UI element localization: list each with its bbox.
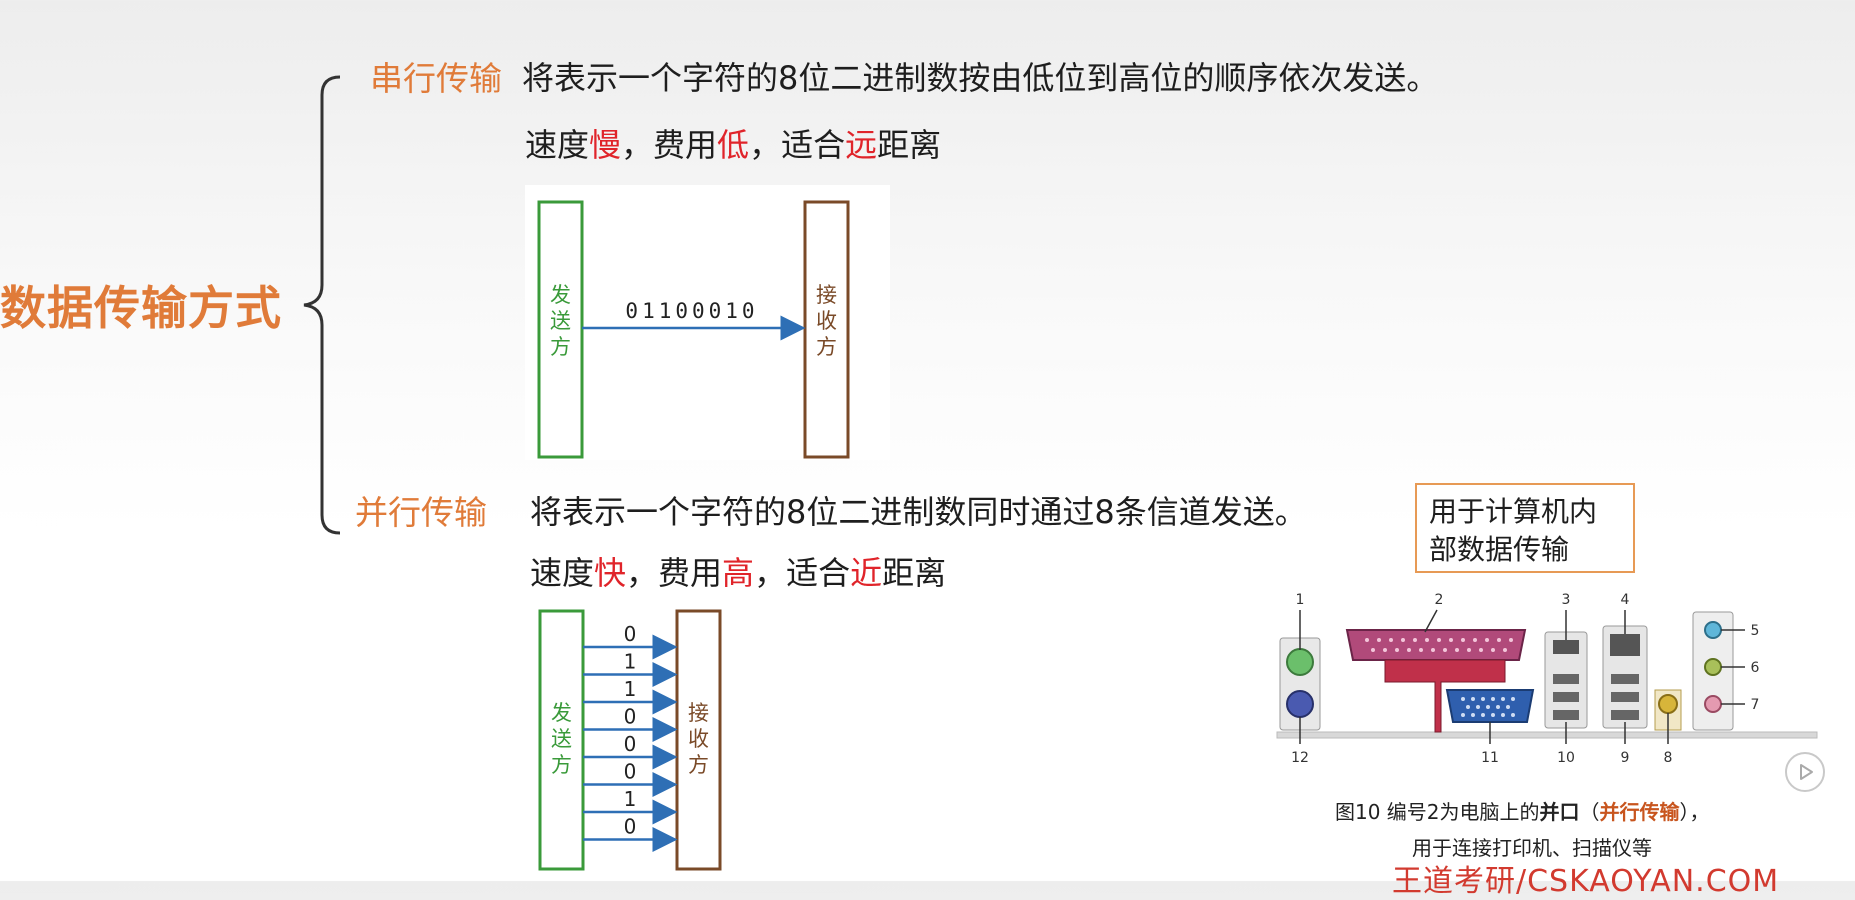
port-number-label: 4 — [1621, 592, 1630, 608]
usb-port-icon — [1611, 710, 1639, 720]
parallel-properties: 速度快，费用高，适合近距离 — [530, 554, 947, 592]
port-number-label: 10 — [1557, 750, 1575, 766]
port-number-label: 3 — [1562, 592, 1571, 608]
usb-port-icon — [1553, 692, 1579, 702]
parallel-port-icon — [1345, 629, 1527, 661]
serial-diagram: 发 送 方 接 收 方 01100010 — [525, 185, 890, 460]
sender-char: 送 — [551, 727, 572, 751]
receiver-char: 收 — [688, 727, 709, 751]
serial-label: 串行传输 — [370, 59, 502, 98]
usb-port-icon — [1611, 692, 1639, 702]
receiver-char: 收 — [816, 309, 837, 333]
sender-box — [537, 200, 584, 459]
page-title: 数据传输方式 — [0, 281, 282, 335]
parallel-description: 将表示一个字符的8位二进制数同时通过8条信道发送。 — [530, 493, 1307, 531]
audio-line-out-icon — [1704, 658, 1722, 676]
port-number-label: 9 — [1621, 750, 1630, 766]
sender-char: 发 — [551, 701, 572, 725]
vga-port-icon — [1445, 689, 1535, 723]
receiver-char: 接 — [816, 283, 837, 307]
parallel-bit-label: 1 — [624, 650, 637, 674]
port-number-label: 5 — [1751, 623, 1760, 639]
receiver-char: 方 — [816, 335, 837, 359]
computer-ports-illustration: 1 2 3 4 5 6 7 12 11 10 9 8 — [1275, 582, 1820, 777]
port-number-label: 2 — [1435, 592, 1444, 608]
sender-box — [538, 609, 585, 871]
parallel-bit-label: 0 — [624, 622, 637, 646]
sender-char: 方 — [551, 753, 572, 777]
note-line: 部数据传输 — [1429, 533, 1570, 566]
parallel-label: 并行传输 — [355, 493, 487, 532]
port-number-label: 8 — [1664, 750, 1673, 766]
port-number-label: 12 — [1291, 750, 1309, 766]
coax-port-icon — [1658, 694, 1678, 714]
play-button[interactable] — [1785, 752, 1825, 792]
parallel-bit-label: 0 — [624, 705, 637, 729]
serial-description: 将表示一个字符的8位二进制数按由低位到高位的顺序依次发送。 — [522, 59, 1439, 97]
sender-char: 送 — [550, 309, 571, 333]
parallel-diagram: 发 送 方 接 收 方 0 1 1 0 0 0 1 0 — [530, 605, 730, 875]
parallel-bit-label: 1 — [624, 787, 637, 811]
receiver-char: 方 — [688, 753, 709, 777]
note-line: 用于计算机内 — [1429, 495, 1598, 528]
serial-properties: 速度慢，费用低，适合远距离 — [525, 126, 942, 164]
firewire-port-icon — [1553, 640, 1579, 654]
internal-use-note: 用于计算机内 部数据传输 — [1415, 483, 1635, 573]
parallel-bit-label: 0 — [624, 815, 637, 839]
ps2-keyboard-port-icon — [1286, 690, 1314, 718]
parallel-bit-label: 0 — [624, 760, 637, 784]
ps2-mouse-port-icon — [1286, 648, 1314, 676]
receiver-box — [675, 609, 722, 871]
usb-port-icon — [1611, 674, 1639, 684]
port-number-label: 7 — [1751, 697, 1760, 713]
port-number-label: 1 — [1296, 592, 1305, 608]
usb-port-icon — [1553, 674, 1579, 684]
serial-bits: 01100010 — [625, 299, 758, 323]
figure-caption: 图10 编号2为电脑上的并口（并行传输）， — [1335, 800, 1710, 824]
play-icon — [1800, 764, 1813, 780]
receiver-char: 接 — [688, 701, 709, 725]
audio-line-in-icon — [1704, 621, 1722, 639]
port-number-label: 11 — [1481, 750, 1499, 766]
receiver-box — [803, 200, 850, 459]
sender-char: 方 — [550, 335, 571, 359]
sender-char: 发 — [550, 283, 571, 307]
parallel-bit-label: 0 — [624, 732, 637, 756]
usb-port-icon — [1553, 710, 1579, 720]
lan-port-icon — [1610, 634, 1640, 656]
brace-icon — [303, 75, 341, 535]
figure-caption-line2: 用于连接打印机、扫描仪等 — [1412, 836, 1652, 860]
watermark: 王道考研/CSKAOYAN.COM — [1392, 864, 1780, 899]
port-number-label: 6 — [1751, 660, 1760, 676]
parallel-bracket — [1384, 659, 1506, 733]
audio-mic-icon — [1704, 695, 1722, 713]
parallel-bit-label: 1 — [624, 677, 637, 701]
